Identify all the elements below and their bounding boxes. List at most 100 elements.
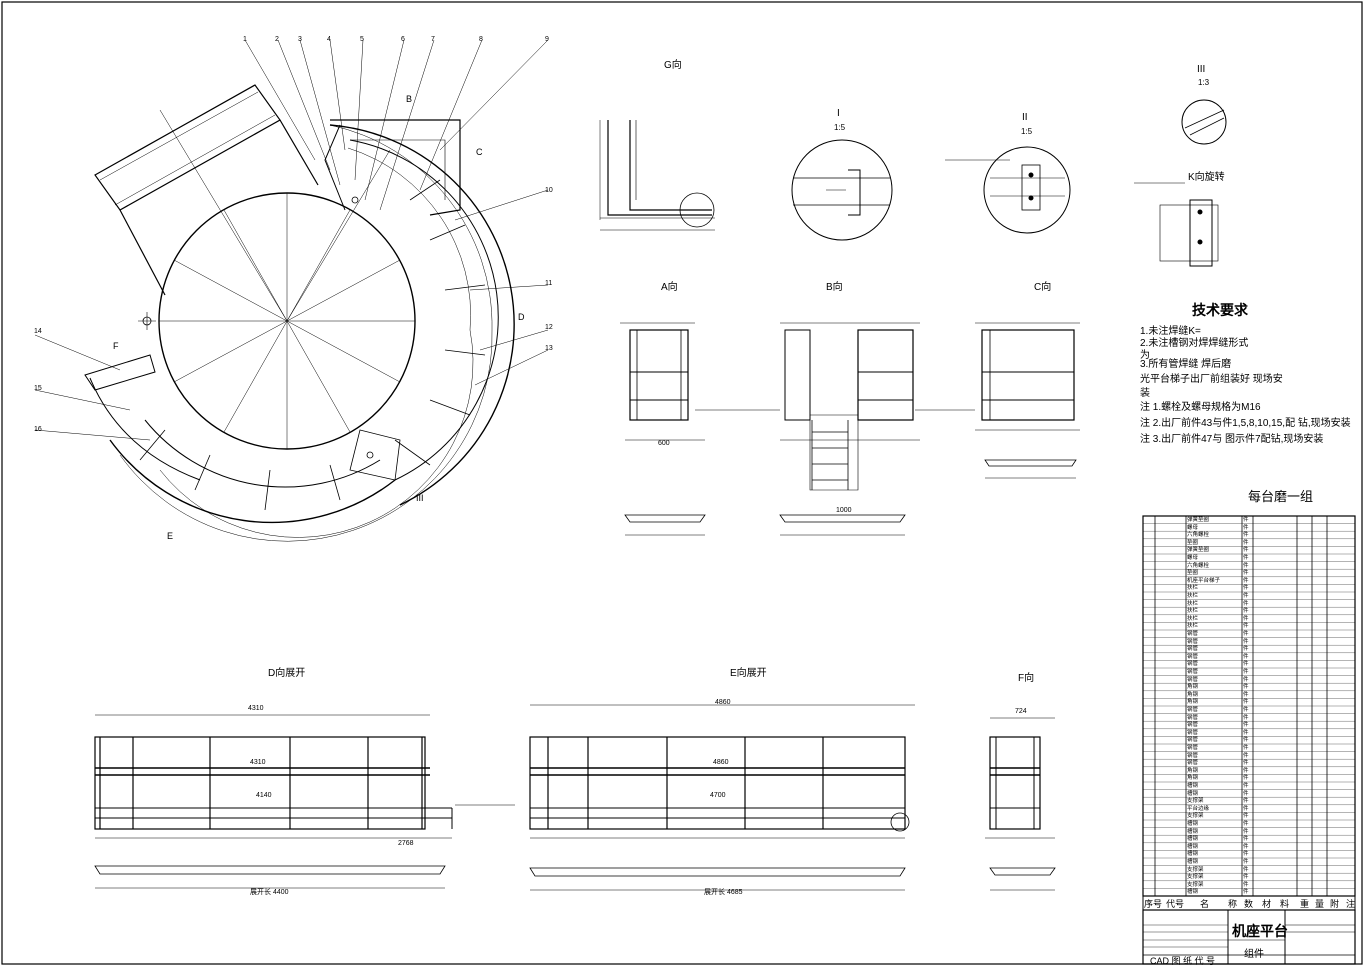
view-scale-iii: 1:3 — [1198, 78, 1210, 87]
callout-number: 2 — [275, 36, 279, 43]
bom-row-unit: 件 — [1243, 555, 1249, 561]
view-title-b: B向 — [826, 282, 843, 293]
i-detail — [791, 139, 893, 241]
bom-row-name: 螺母 — [1187, 555, 1199, 561]
bom-row-unit: 件 — [1243, 828, 1249, 835]
bom-row-name: 钢管 — [1187, 714, 1199, 721]
bom-row-unit: 件 — [1243, 760, 1249, 767]
dim-d-bot: 2768 — [398, 840, 414, 847]
marker-iii: III — [416, 493, 424, 503]
callout-number: 9 — [545, 36, 549, 43]
bom-row-name: 垫圈 — [1187, 570, 1199, 577]
dim-e-len: 4700 — [710, 792, 726, 799]
bom-row-unit: 件 — [1243, 881, 1249, 888]
bom-row-unit: 件 — [1243, 813, 1249, 820]
dim-e-top: 4860 — [715, 699, 731, 706]
g-view — [599, 120, 715, 231]
bom-row-name: 角钢 — [1187, 699, 1199, 706]
callout-number: 10 — [545, 187, 553, 194]
bom-row-name: 槽钢 — [1187, 828, 1199, 835]
dim-d-mid: 4310 — [250, 759, 266, 766]
bom-row-name: 角钢 — [1187, 767, 1199, 774]
callout-number: 14 — [34, 328, 42, 335]
bom-row-name: 钢管 — [1187, 707, 1199, 713]
bom-row-unit: 件 — [1243, 585, 1249, 592]
bom-row-unit: 件 — [1243, 653, 1249, 660]
bom-row-name: 槽钢 — [1187, 783, 1199, 789]
bom-row-name: 支撑架 — [1187, 874, 1204, 881]
view-scale-ii: 1:5 — [1021, 127, 1033, 136]
marker-d: D — [518, 312, 525, 322]
bom-row-unit: 件 — [1243, 623, 1249, 630]
bom-row-name: 钢管 — [1187, 653, 1199, 660]
callout-number: 11 — [545, 280, 553, 287]
dim-a: 600 — [658, 440, 670, 447]
bom-row-name: 扶栏 — [1187, 593, 1199, 599]
bom-row-name: 扶栏 — [1187, 615, 1199, 622]
bom-row-name: 钢管 — [1187, 760, 1199, 767]
bom-row-unit: 件 — [1243, 737, 1249, 744]
bom-row-unit: 件 — [1243, 669, 1249, 675]
bom-row-unit: 件 — [1243, 767, 1249, 774]
bom-row-unit: 件 — [1243, 684, 1249, 691]
marker-f: F — [113, 341, 119, 351]
callout-number: 8 — [479, 36, 483, 43]
tech-line-4: 3.所有管焊缝 焊后磨 — [1140, 359, 1232, 370]
bom-row-unit: 件 — [1243, 714, 1249, 721]
bom-row-name: 槽钢 — [1187, 843, 1199, 850]
bom-row-unit: 件 — [1243, 661, 1249, 668]
bom-row-unit: 件 — [1243, 859, 1249, 865]
bom-row-name: 钢管 — [1187, 631, 1199, 637]
dim-b: 1000 — [836, 507, 852, 514]
bom-row-unit: 件 — [1243, 615, 1249, 622]
tech-line-1: 1.未注焊缝K= — [1140, 326, 1201, 337]
bom-row-unit: 件 — [1243, 866, 1249, 873]
view-title-ii: II — [1022, 112, 1028, 123]
bom-row-name: 扶栏 — [1187, 585, 1199, 592]
tech-line-7: 注 1.螺栓及螺母规格为M16 — [1140, 402, 1261, 413]
bom-head-mat2: 料 — [1280, 899, 1290, 909]
bom-row-unit: 件 — [1243, 608, 1249, 615]
view-title-e: E向展开 — [730, 668, 767, 679]
bom-row-name: 钢管 — [1187, 638, 1199, 645]
titleblock-title: 机座平台 — [1232, 923, 1288, 939]
bom-row-name: 钢管 — [1187, 676, 1199, 683]
titleblock-code: CAD 图 纸 代 号 — [1150, 956, 1216, 966]
bom-row-name: 支撑架 — [1187, 798, 1204, 805]
callout-number: 16 — [34, 426, 42, 433]
plan-view — [34, 39, 549, 542]
bom-row-name: 螺母 — [1187, 524, 1199, 531]
bom-head-note2: 注 — [1346, 899, 1356, 909]
bom-row-unit: 件 — [1243, 821, 1249, 827]
callout-number: 7 — [431, 36, 435, 43]
bom-row-name: 六角螺栓 — [1187, 532, 1210, 539]
tech-line-6: 装 — [1140, 388, 1150, 399]
dim-d-unfold: 展开长 4400 — [250, 889, 289, 896]
view-title-iii: III — [1197, 64, 1206, 75]
bom-row-name: 平台边缘 — [1187, 805, 1210, 812]
a-view — [620, 322, 780, 536]
iii-detail — [1181, 99, 1227, 145]
bom-row-name: 垫圈 — [1187, 539, 1199, 546]
bom-row-name: 支撑架 — [1187, 866, 1204, 873]
bom-row-name: 扶栏 — [1187, 600, 1199, 607]
bom-row-unit: 件 — [1243, 707, 1249, 713]
bom-row-unit: 件 — [1243, 874, 1249, 881]
bom-row-unit: 件 — [1243, 722, 1249, 729]
bom-row-name: 槽钢 — [1187, 836, 1199, 843]
bom-head-name2: 称 — [1228, 899, 1238, 909]
dim-e-mid: 4860 — [713, 759, 729, 766]
bom-row-unit: 件 — [1243, 752, 1249, 759]
callout-number: 1 — [243, 36, 247, 43]
bom-head-name: 名 — [1200, 899, 1210, 909]
bom-row-unit: 件 — [1243, 646, 1249, 653]
callout-number: 13 — [545, 345, 553, 352]
e-unfold-view — [529, 704, 915, 891]
bom-row-name: 钢管 — [1187, 737, 1199, 744]
view-title-c: C向 — [1034, 282, 1052, 293]
bom-row-unit: 件 — [1243, 836, 1249, 843]
bom-row-name: 钢管 — [1187, 646, 1199, 653]
bom-row-unit: 件 — [1243, 843, 1249, 850]
bom-row-unit: 件 — [1243, 517, 1249, 523]
